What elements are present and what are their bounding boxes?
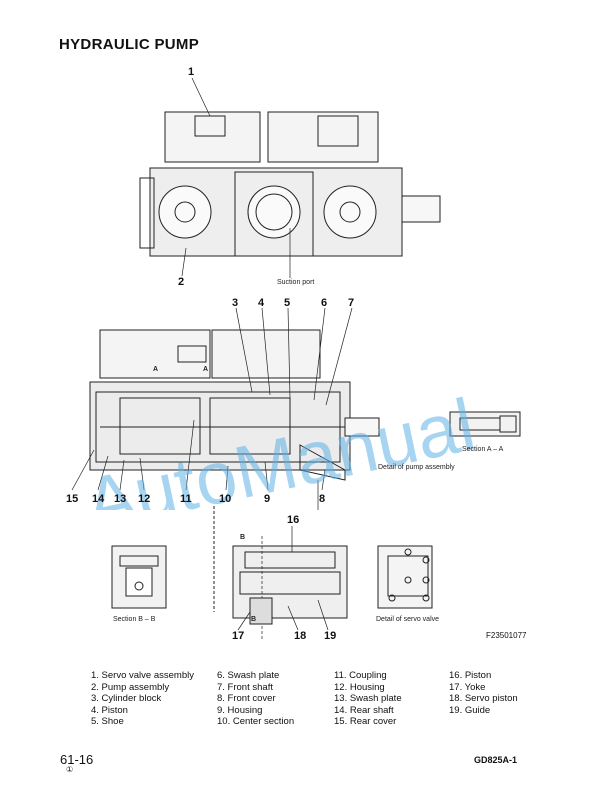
legend-column-4: 16. Piston 17. Yoke 18. Servo piston 19.… xyxy=(449,670,518,716)
callout-14: 14 xyxy=(92,493,105,505)
legend-item: 16. Piston xyxy=(449,670,492,681)
callout-5: 5 xyxy=(284,297,291,309)
callout-1: 1 xyxy=(188,66,195,78)
page-title: HYDRAULIC PUMP xyxy=(59,36,200,53)
legend-item: 9. Housing xyxy=(217,704,263,716)
top-view-pump xyxy=(139,111,441,278)
callout-11: 11 xyxy=(180,493,192,505)
section-mark-a-left: A xyxy=(153,366,159,373)
callout-12: 12 xyxy=(138,493,151,505)
legend-column-1: 1. Servo valve assembly 2. Pump assembly… xyxy=(91,670,194,728)
model-code: GD825A-1 xyxy=(474,755,518,765)
legend-column-2: 6. Swash plate 7. Front shaft 8. Front c… xyxy=(217,670,294,728)
page-revision-mark: ① xyxy=(66,765,74,774)
callout-15: 15 xyxy=(66,493,79,505)
callout-4: 4 xyxy=(258,297,265,309)
caption-detail-servo-valve: Detail of servo valve xyxy=(376,616,440,623)
caption-section-aa: Section A – A xyxy=(462,446,504,453)
legend-item: 18. Servo piston xyxy=(449,693,518,705)
callout-leaders xyxy=(71,77,353,631)
legend-item: 19. Guide xyxy=(449,704,491,716)
legend-item: 11. Coupling xyxy=(334,670,387,681)
section-mark-b-top: B xyxy=(240,534,246,541)
pump-assembly-section xyxy=(89,329,380,510)
caption-detail-pump-assembly: Detail of pump assembly xyxy=(378,464,455,471)
callout-7: 7 xyxy=(348,297,355,309)
callout-2: 2 xyxy=(178,276,185,288)
legend-item: 5. Shoe xyxy=(91,716,124,728)
callout-18: 18 xyxy=(294,630,307,642)
callout-17: 17 xyxy=(232,630,245,642)
callout-8: 8 xyxy=(319,493,326,505)
legend-item: 12. Housing xyxy=(334,681,385,693)
section-aa-drawing xyxy=(449,411,521,437)
legend-item: 14. Rear shaft xyxy=(334,704,394,716)
legend-item: 10. Center section xyxy=(217,716,295,728)
legend-item: 4. Piston xyxy=(91,704,128,716)
legend-item: 1. Servo valve assembly xyxy=(91,670,194,681)
callout-16: 16 xyxy=(287,514,300,526)
legend-item: 15. Rear cover xyxy=(334,716,397,728)
legend-item: 7. Front shaft xyxy=(217,681,273,693)
caption-section-bb: Section B – B xyxy=(113,616,156,623)
section-bb-drawing xyxy=(111,545,167,609)
callout-10: 10 xyxy=(219,493,232,505)
section-mark-a-right: A xyxy=(203,366,209,373)
legend-item: 13. Swash plate xyxy=(334,693,402,705)
servo-valve-drawing xyxy=(377,545,433,609)
callout-13: 13 xyxy=(114,493,127,505)
callout-3: 3 xyxy=(232,297,239,309)
legend-item: 17. Yoke xyxy=(449,681,486,693)
servo-section-drawing xyxy=(213,506,348,640)
section-mark-b-bottom: B xyxy=(251,616,257,623)
page-number: 61-16 xyxy=(60,752,94,767)
svg-text:AutoManual: AutoManual xyxy=(78,383,482,510)
figure-id: F23501077 xyxy=(486,631,527,640)
legend-item: 8. Front cover xyxy=(217,693,276,705)
legend-item: 6. Swash plate xyxy=(217,670,280,681)
legend-item: 2. Pump assembly xyxy=(91,681,170,693)
watermark: AutoManual xyxy=(78,383,482,510)
callout-9: 9 xyxy=(264,493,271,505)
legend-item: 3. Cylinder block xyxy=(91,693,162,705)
caption-suction-port: Suction port xyxy=(277,279,315,286)
legend-column-3: 11. Coupling 12. Housing 13. Swash plate… xyxy=(334,670,402,728)
callout-19: 19 xyxy=(324,630,337,642)
callout-6: 6 xyxy=(321,297,328,309)
